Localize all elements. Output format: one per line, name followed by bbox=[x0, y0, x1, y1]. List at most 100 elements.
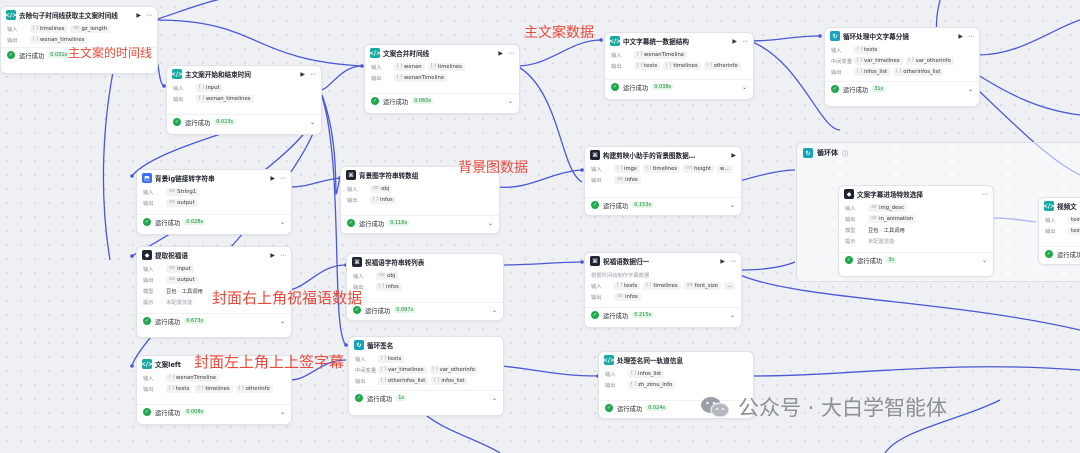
chevron-down-icon[interactable]: ⌄ bbox=[741, 83, 747, 91]
run-status: 运行成功 bbox=[155, 219, 181, 227]
run-status: 运行成功 bbox=[623, 84, 649, 92]
run-status: 运行成功 bbox=[359, 220, 385, 228]
run-status: 运行成功 bbox=[185, 119, 211, 127]
input-label: 输入 bbox=[143, 375, 154, 382]
workflow-node[interactable]: ↻ 循环签名 输入 [ ]texts 中间变量 [ ]var_timelines… bbox=[348, 336, 504, 416]
run-status: 运行成功 bbox=[617, 405, 643, 413]
more-icon[interactable]: ⋯ bbox=[146, 11, 152, 19]
chevron-down-icon[interactable]: ⌄ bbox=[729, 311, 735, 319]
run-time-badge: 0.028s bbox=[184, 219, 206, 225]
workflow-node[interactable]: ↻ 循环处理中文字幕分镜 ▶⋯ 输入 [ ]texts 中间变量 [ ]var_… bbox=[824, 27, 980, 107]
node-title: 主文案开始和结束时间 bbox=[185, 71, 251, 79]
node-title: 文案字幕进场特效选择 bbox=[857, 191, 923, 199]
param-chip: output bbox=[177, 199, 195, 206]
info-icon[interactable]: ⓘ bbox=[842, 150, 849, 158]
chevron-down-icon[interactable]: ⌄ bbox=[487, 219, 493, 227]
chevron-down-icon[interactable]: ⌄ bbox=[741, 404, 747, 412]
input-label: 输入 bbox=[1045, 217, 1056, 224]
more-icon[interactable]: ⋯ bbox=[730, 257, 736, 265]
play-icon[interactable]: ▶ bbox=[498, 49, 503, 57]
more-icon[interactable]: ⋯ bbox=[982, 190, 988, 198]
output-label: 输出 bbox=[143, 277, 154, 284]
play-icon[interactable]: ▶ bbox=[270, 251, 275, 259]
run-status: 运行成功 bbox=[603, 312, 629, 320]
more-icon[interactable]: ⋯ bbox=[968, 32, 974, 40]
node-title: 处理签名同一轨道信息 bbox=[617, 357, 683, 365]
chevron-down-icon[interactable]: ⌄ bbox=[491, 394, 497, 402]
run-status: 运行成功 bbox=[857, 257, 883, 265]
output-label: 输出 bbox=[605, 382, 616, 389]
play-icon[interactable]: ▶ bbox=[720, 257, 725, 265]
success-check-icon: ✓ bbox=[611, 83, 619, 91]
workflow-node[interactable]: </> 文案合并时间线 ▶⋯ 输入 [ ]wenan [ ]timelines … bbox=[364, 44, 520, 114]
param-chip: wenanTimeline bbox=[404, 74, 445, 81]
chevron-down-icon[interactable]: ⌄ bbox=[279, 218, 285, 226]
play-icon[interactable]: ▶ bbox=[958, 32, 963, 40]
workflow-node[interactable]: ⌘ 构建剪映小助手的背景图数据… ▶ 输入 [ ]imgs [ ]timelin… bbox=[584, 146, 742, 216]
output-label: 输出 bbox=[347, 197, 358, 204]
output-label: 输出 bbox=[591, 177, 602, 184]
more-icon[interactable]: ⋯ bbox=[280, 174, 286, 182]
chevron-down-icon[interactable]: ⌄ bbox=[981, 256, 987, 264]
watermark-text: 公众号 · 大白学智能体 bbox=[738, 396, 948, 420]
param-chip: obj bbox=[387, 272, 396, 279]
code-icon: </> bbox=[170, 69, 184, 79]
success-check-icon: ✓ bbox=[173, 118, 181, 126]
more-icon[interactable]: ⋯ bbox=[280, 251, 286, 259]
chevron-down-icon[interactable]: ⌄ bbox=[279, 317, 285, 325]
play-icon[interactable]: ▶ bbox=[300, 70, 305, 78]
workflow-node[interactable]: </> 主文案开始和结束时间 ▶⋯ 输入 [ ]input 输出 [ ]wena… bbox=[166, 65, 322, 135]
chevron-down-icon[interactable]: ⌄ bbox=[507, 97, 513, 105]
run-status: 运行成功 bbox=[155, 409, 181, 417]
play-icon[interactable]: ▶ bbox=[731, 151, 736, 159]
node-title: 提取祝福语 bbox=[155, 252, 188, 260]
input-label: 输入 bbox=[355, 356, 366, 363]
workflow-node[interactable]: </> 文案left 输入 [ ]wenanTimeline 输出 [ ]tex… bbox=[136, 355, 292, 425]
output-label: 输出 bbox=[845, 216, 856, 223]
more-icon[interactable]: ⋯ bbox=[508, 49, 514, 57]
chevron-down-icon[interactable]: ⌄ bbox=[279, 408, 285, 416]
chevron-down-icon[interactable]: ⌄ bbox=[967, 85, 973, 93]
input-label: 输入 bbox=[831, 47, 842, 54]
param-chip: infos_list bbox=[638, 370, 662, 377]
output-label: 输出 bbox=[143, 386, 154, 393]
run-status: 运行成功 bbox=[603, 202, 629, 210]
workflow-node[interactable]: ⌘ 祝福语数据归一 ▶⋯ 根据时间线制作字幕数据 输入 [ ]texts [ ]… bbox=[584, 252, 742, 328]
run-status: 运行成功 bbox=[365, 307, 391, 315]
output-label: 输出 bbox=[1045, 228, 1056, 235]
more-icon[interactable]: ⋯ bbox=[310, 70, 316, 78]
param-chip: infos_list bbox=[864, 68, 888, 75]
play-icon[interactable]: ▶ bbox=[732, 37, 737, 45]
param-chip: wenanTimeline bbox=[176, 374, 217, 381]
workflow-node[interactable]: </> 视频文 输入 text 输出 texts ✓ 运行成功 bbox=[1038, 197, 1080, 265]
node-title: 文案left bbox=[155, 361, 181, 369]
param-chip: zh_zimu_info bbox=[638, 381, 673, 388]
chevron-down-icon[interactable]: ⌄ bbox=[309, 118, 315, 126]
chevron-down-icon[interactable]: ⌄ bbox=[729, 201, 735, 209]
node-title: 文案合并时间线 bbox=[383, 50, 430, 58]
play-icon[interactable]: ▶ bbox=[270, 174, 275, 182]
success-check-icon: ✓ bbox=[355, 394, 363, 402]
node-title: 去除句子时间线获取主文案时间线 bbox=[19, 12, 118, 20]
input-label: 输入 bbox=[611, 52, 622, 59]
param-chip: texts bbox=[644, 62, 658, 69]
param-chip: texts bbox=[176, 385, 190, 392]
workflow-node[interactable]: </> 去除句子时间线获取主文案时间线 ▶⋯ 输入 [ ]timelines s… bbox=[0, 6, 158, 74]
run-status: 运行成功 bbox=[155, 318, 181, 326]
run-time-badge: 0.031s bbox=[48, 52, 70, 58]
param-chip: otherinfos_list bbox=[903, 68, 941, 75]
chevron-down-icon[interactable]: ⌄ bbox=[145, 51, 151, 59]
chevron-down-icon[interactable]: ⌄ bbox=[491, 306, 497, 314]
workflow-node[interactable]: </> 中文字幕统一数据结构 ▶⋯ 输入 [ ]wenanTimeline 输出… bbox=[604, 32, 754, 100]
param-chip: timelines bbox=[40, 25, 65, 32]
run-time-badge: 0.097s bbox=[394, 307, 416, 313]
input-label: 输入 bbox=[173, 85, 184, 92]
play-icon[interactable]: ▶ bbox=[136, 11, 141, 19]
input-label: 输入 bbox=[7, 26, 18, 33]
more-icon[interactable]: ⋯ bbox=[742, 37, 748, 45]
